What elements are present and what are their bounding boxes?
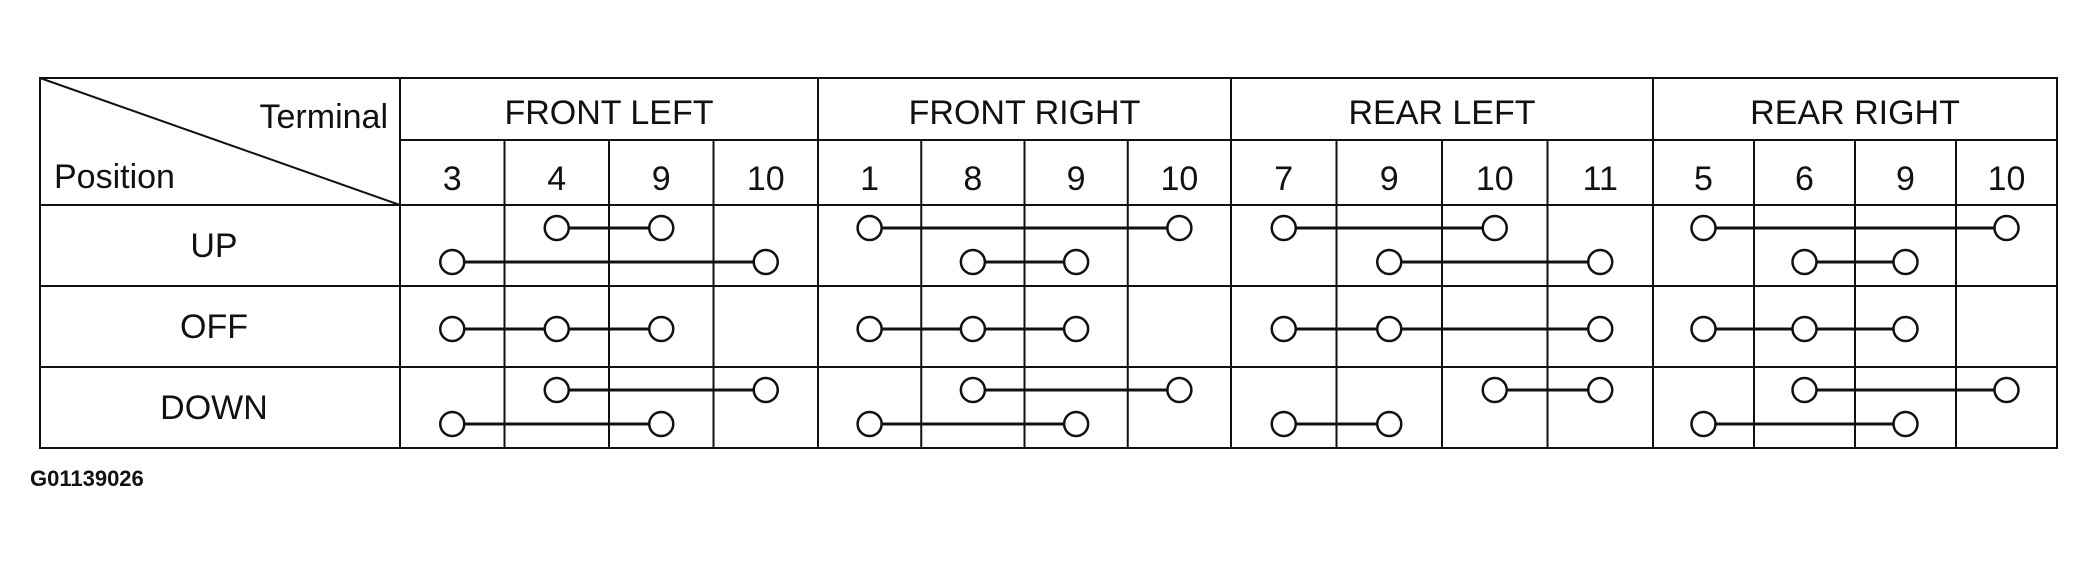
terminal-contact-circle — [1892, 315, 1919, 343]
terminal-contact-circle — [1376, 315, 1403, 343]
terminal-contact-circle — [1376, 248, 1403, 276]
terminal-number: 11 — [1583, 160, 1618, 198]
position-label: Position — [54, 158, 175, 196]
group-header-rear-right: REAR RIGHT — [1750, 94, 1960, 132]
terminal-contact-circle — [959, 315, 987, 343]
terminal-label: Terminal — [260, 98, 388, 136]
terminal-contact-circle — [439, 315, 466, 343]
terminal-contact-circle — [648, 214, 675, 242]
terminal-contact-circle — [543, 315, 570, 343]
terminal-number: 3 — [443, 160, 462, 198]
terminal-contact-circle — [1587, 248, 1614, 276]
terminal-number: 8 — [963, 160, 982, 198]
terminal-contact-circle — [1892, 410, 1919, 438]
terminal-contact-circle — [1166, 376, 1193, 404]
header-diagonal — [39, 77, 401, 206]
terminal-contact-circle — [1062, 410, 1090, 438]
terminal-contact-circle — [1166, 214, 1193, 242]
terminal-number: 7 — [1274, 160, 1293, 198]
terminal-number: 9 — [1896, 160, 1915, 198]
terminal-contact-circle — [1481, 214, 1508, 242]
terminal-contact-circle — [1587, 315, 1614, 343]
continuity-connections — [439, 214, 2020, 438]
position-label-down: DOWN — [160, 389, 268, 427]
terminal-contact-circle — [439, 248, 466, 276]
terminal-contact-circle — [856, 410, 883, 438]
terminal-contact-circle — [543, 376, 570, 404]
terminal-contact-circle — [1791, 248, 1818, 276]
terminal-contact-circle — [648, 410, 675, 438]
terminal-contact-circle — [1791, 376, 1818, 404]
terminal-contact-circle — [856, 315, 883, 343]
terminal-contact-circle — [1270, 315, 1297, 343]
table-grid — [39, 77, 2058, 449]
group-header-front-left: FRONT LEFT — [504, 94, 713, 132]
terminal-contact-circle — [1791, 315, 1818, 343]
terminal-contact-circle — [543, 214, 570, 242]
terminal-contact-circle — [1690, 214, 1717, 242]
terminal-number: 4 — [547, 160, 566, 198]
terminal-number-row: 3 4 9 10 1 8 9 10 7 9 10 11 5 6 9 10 — [443, 160, 2026, 198]
terminal-contact-circle — [1062, 248, 1090, 276]
terminal-number: 6 — [1795, 160, 1814, 198]
terminal-number: 10 — [1160, 160, 1198, 198]
terminal-contact-circle — [752, 376, 779, 404]
terminal-contact-circle — [1993, 214, 2020, 242]
terminal-contact-circle — [1587, 376, 1614, 404]
terminal-contact-circle — [1062, 315, 1090, 343]
terminal-number: 10 — [1476, 160, 1514, 198]
terminal-number: 1 — [860, 160, 879, 198]
terminal-number: 5 — [1694, 160, 1713, 198]
figure-id: G01139026 — [30, 466, 144, 491]
terminal-contact-circle — [1690, 410, 1717, 438]
terminal-contact-circle — [1481, 376, 1508, 404]
terminal-contact-circle — [752, 248, 779, 276]
terminal-contact-circle — [1993, 376, 2020, 404]
position-label-up: UP — [190, 227, 237, 265]
table-border — [39, 77, 2058, 449]
terminal-contact-circle — [1270, 214, 1297, 242]
terminal-number: 9 — [1380, 160, 1399, 198]
group-header-front-right: FRONT RIGHT — [909, 94, 1141, 132]
terminal-number: 10 — [1988, 160, 2026, 198]
terminal-contact-circle — [1270, 410, 1297, 438]
terminal-contact-circle — [856, 214, 883, 242]
terminal-contact-circle — [959, 376, 987, 404]
terminal-contact-circle — [1376, 410, 1403, 438]
terminal-contact-circle — [1690, 315, 1717, 343]
terminal-number: 10 — [747, 160, 785, 198]
terminal-number: 9 — [652, 160, 671, 198]
position-label-off: OFF — [180, 308, 248, 346]
terminal-contact-circle — [1892, 248, 1919, 276]
terminal-number: 9 — [1067, 160, 1086, 198]
group-header-rear-left: REAR LEFT — [1348, 94, 1535, 132]
terminal-contact-circle — [439, 410, 466, 438]
terminal-contact-circle — [959, 248, 987, 276]
terminal-contact-circle — [648, 315, 675, 343]
